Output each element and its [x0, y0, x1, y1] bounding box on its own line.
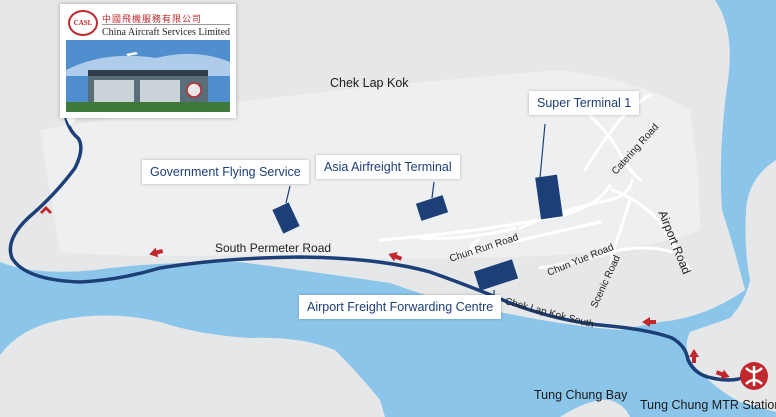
callout-asia-airfreight[interactable]: Asia Airfreight Terminal — [316, 155, 460, 179]
buildings — [272, 174, 563, 291]
mtr-logo-icon — [740, 362, 768, 390]
mtr-logo-glyph — [745, 366, 763, 386]
logo-divider — [102, 24, 230, 25]
arrow-5 — [689, 349, 699, 363]
freight-forwarding-building — [473, 259, 519, 291]
hangar-photo — [66, 40, 230, 112]
callout-freight-forwarding[interactable]: Airport Freight Forwarding Centre — [299, 295, 502, 319]
arrow-6 — [715, 369, 730, 380]
callout-super-terminal[interactable]: Super Terminal 1 — [529, 91, 640, 115]
arrow-2 — [149, 247, 164, 258]
casl-logo-card: CASL 中國飛機服務有限公司 China Aircraft Services … — [60, 4, 236, 118]
logo-pointer — [66, 118, 76, 126]
hangar-photo-graphic — [66, 40, 230, 112]
callout-gov-flying[interactable]: Government Flying Service — [142, 160, 309, 184]
south-islet — [560, 399, 630, 417]
casl-badge-icon: CASL — [68, 10, 98, 36]
south-hills — [0, 315, 385, 417]
super-terminal-building — [535, 174, 563, 220]
asia-airfreight-building — [415, 195, 449, 221]
label-tung-chung-bay: Tung Chung Bay — [534, 388, 628, 402]
arrow-3 — [388, 251, 403, 262]
gov-flying-building — [272, 202, 300, 234]
arrow-1 — [40, 206, 52, 214]
label-tung-chung-mtr: Tung Chung MTR Station — [640, 398, 776, 412]
main-route — [8, 116, 744, 382]
label-south-perimeter-road: South Permeter Road — [215, 241, 332, 255]
arrow-4 — [642, 317, 656, 327]
logo-chinese-name: 中國飛機服務有限公司 — [102, 14, 203, 24]
right-landmass — [686, 160, 776, 412]
direction-arrows — [40, 206, 730, 380]
label-chek-lap-kok: Chek Lap Kok — [330, 76, 409, 90]
logo-english-name: China Aircraft Services Limited — [102, 27, 231, 38]
